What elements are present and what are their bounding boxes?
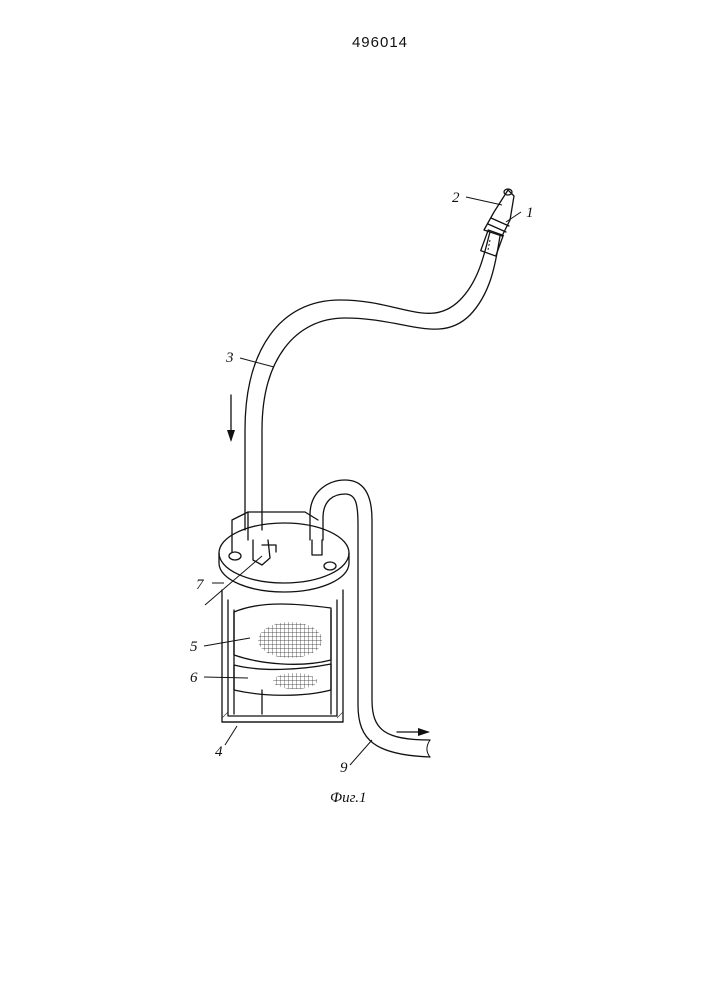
label-9: 9: [340, 760, 348, 776]
label-1: 1: [526, 205, 534, 221]
suction-hose: [245, 232, 500, 530]
container-lid: [219, 512, 349, 592]
label-5: 5: [190, 639, 198, 655]
label-2: 2: [452, 190, 460, 206]
filter-mesh-upper: [234, 604, 331, 664]
outflow-arrow: [397, 728, 430, 736]
label-3: 3: [225, 350, 234, 366]
label-4: 4: [215, 744, 223, 760]
label-6: 6: [190, 670, 198, 686]
figure-caption: Фиг.1: [330, 790, 366, 806]
filter-mesh-lower: [234, 664, 331, 695]
inflow-arrow: [227, 395, 235, 442]
label-7: 7: [196, 577, 205, 593]
